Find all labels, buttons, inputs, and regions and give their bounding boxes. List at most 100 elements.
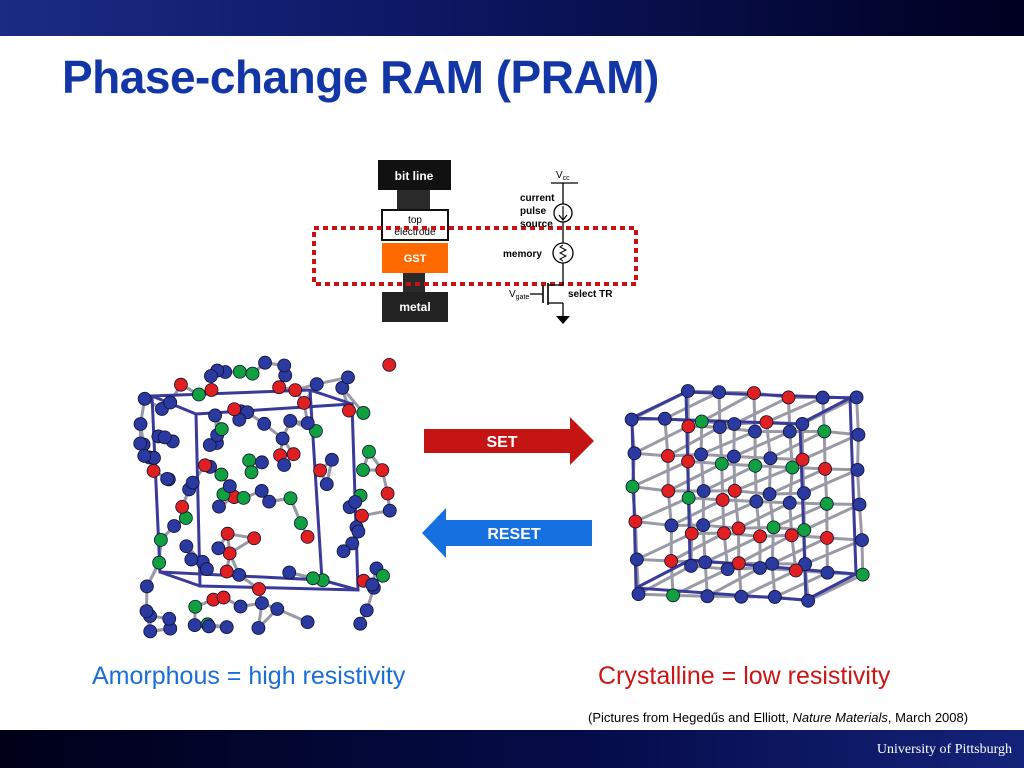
atom xyxy=(211,541,226,556)
atom xyxy=(712,420,727,434)
atom xyxy=(731,521,746,536)
atom xyxy=(628,514,643,529)
atom xyxy=(300,529,315,544)
atom xyxy=(251,621,266,635)
atom xyxy=(309,377,324,391)
bond xyxy=(737,501,792,530)
atom xyxy=(214,467,229,482)
bond xyxy=(701,500,758,527)
atom xyxy=(212,499,226,514)
atom xyxy=(781,390,796,405)
bond xyxy=(768,429,826,460)
atom xyxy=(341,370,355,385)
bond xyxy=(737,533,794,565)
atom xyxy=(801,593,816,608)
bond xyxy=(739,569,798,599)
atom xyxy=(153,533,168,547)
bond xyxy=(669,498,725,527)
atom xyxy=(782,495,797,510)
via-upper xyxy=(397,190,430,210)
atom xyxy=(382,503,397,518)
atom xyxy=(734,589,749,604)
atom xyxy=(353,616,368,631)
memory-label: memory xyxy=(503,249,542,260)
atom xyxy=(288,383,303,398)
heater-via xyxy=(403,273,425,293)
atom xyxy=(795,452,810,467)
atom xyxy=(216,590,231,605)
atom xyxy=(855,533,869,548)
gst-label: GST xyxy=(404,253,427,265)
bond xyxy=(802,468,860,495)
set-label: SET xyxy=(486,434,517,451)
atom xyxy=(204,369,218,383)
atom xyxy=(152,555,167,570)
atom xyxy=(753,561,767,575)
bond xyxy=(669,531,726,563)
bond xyxy=(764,396,825,424)
atom xyxy=(355,508,369,523)
bit-line-label: bit line xyxy=(395,169,434,183)
atom xyxy=(759,415,774,430)
atom xyxy=(661,484,676,498)
top-banner xyxy=(0,0,1024,36)
bond xyxy=(700,391,756,424)
current-label-2: pulse xyxy=(520,206,547,217)
atom xyxy=(282,565,297,580)
atom xyxy=(795,417,810,431)
atom xyxy=(293,516,308,531)
crystalline-structure-image xyxy=(624,384,870,608)
atom xyxy=(227,402,242,417)
bond xyxy=(635,532,694,561)
bond xyxy=(633,496,691,523)
bond xyxy=(732,395,790,426)
atom xyxy=(748,424,762,439)
atom xyxy=(696,518,711,532)
bond xyxy=(806,573,865,603)
atom xyxy=(767,590,782,604)
vcc-label: Vcc xyxy=(556,170,570,182)
atom xyxy=(139,604,154,619)
atom xyxy=(359,603,374,618)
atom xyxy=(717,526,731,541)
bond xyxy=(770,536,829,566)
bond xyxy=(733,466,794,493)
atom xyxy=(137,391,152,406)
atom xyxy=(179,539,194,554)
bond xyxy=(630,459,690,489)
atom xyxy=(850,463,865,477)
current-label-1: current xyxy=(520,193,555,204)
atom xyxy=(313,463,328,478)
atom xyxy=(680,384,695,398)
atom xyxy=(336,544,351,559)
atom xyxy=(749,494,764,509)
atom xyxy=(202,438,217,452)
atom xyxy=(700,589,715,604)
atom xyxy=(258,355,272,370)
atom xyxy=(380,486,395,501)
atom xyxy=(765,556,780,571)
atom xyxy=(753,529,767,544)
atom xyxy=(782,424,797,439)
current-label-3: source xyxy=(520,219,553,230)
atom xyxy=(784,528,799,543)
atom xyxy=(167,519,182,533)
atom xyxy=(187,618,202,632)
atom xyxy=(335,380,350,395)
atom xyxy=(625,479,640,494)
atom xyxy=(174,377,188,392)
gst-block xyxy=(382,243,448,273)
atom xyxy=(855,567,870,582)
atom xyxy=(664,518,679,533)
atom xyxy=(222,546,237,561)
atom xyxy=(684,559,698,573)
atom xyxy=(664,554,679,568)
atom xyxy=(694,414,709,429)
bottom-banner: University of Pittsburgh xyxy=(0,730,1024,768)
atom xyxy=(696,484,711,498)
atom xyxy=(727,417,742,431)
atom xyxy=(306,571,320,586)
atom xyxy=(204,383,219,397)
atom xyxy=(255,455,269,470)
resistor-zigzag-icon xyxy=(558,244,568,262)
